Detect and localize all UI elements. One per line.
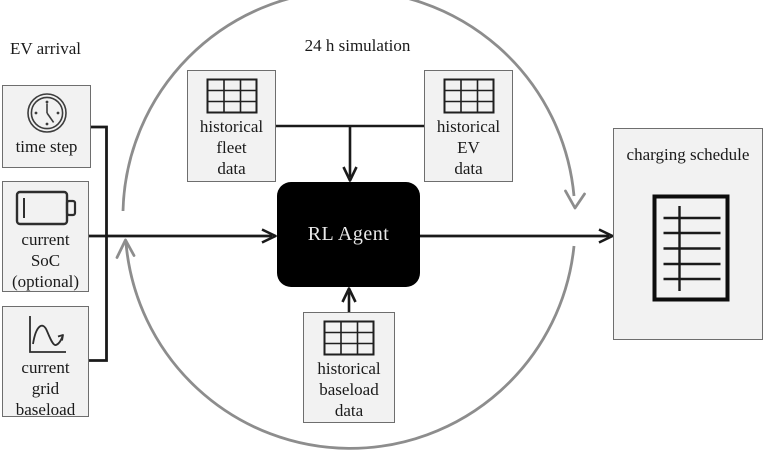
arrowhead-right-icon — [598, 228, 614, 244]
battery-icon — [15, 190, 76, 226]
charging-schedule-label: charging schedule — [626, 145, 750, 164]
time-step-box: time step — [2, 85, 91, 168]
rl-agent-label: RL Agent — [307, 223, 390, 245]
input-bracket-line — [89, 125, 108, 362]
waveform-icon — [28, 316, 66, 353]
loop-arrowhead-left-icon — [115, 238, 136, 259]
current-soc-label: current SoC (optional) — [11, 230, 80, 291]
time-step-label: time step — [15, 137, 78, 156]
arrowhead-up-icon — [341, 287, 357, 303]
table-icon — [206, 78, 257, 114]
historical-fleet-data-box: historical fleet data — [187, 70, 276, 182]
ev-arrival-label: EV arrival — [10, 39, 81, 58]
historical-fleet-data-label: historical fleet data — [199, 117, 264, 178]
arrowhead-right-icon — [261, 228, 277, 244]
charging-schedule-box: charging schedule — [613, 128, 763, 340]
historical-baseload-data-label: historical baseload data — [317, 359, 381, 420]
state-to-agent-arrow — [89, 228, 277, 244]
rl-agent-box: RL Agent — [277, 182, 420, 287]
current-grid-baseload-box: current grid baseload — [2, 306, 89, 419]
loop-bottom-arc — [115, 238, 576, 450]
baseload-to-agent-arrow — [341, 287, 357, 312]
table-icon — [323, 320, 375, 356]
table-icon — [443, 78, 494, 114]
simulation-label: 24 h simulation — [304, 36, 411, 55]
historical-baseload-data-box: historical baseload data — [303, 312, 395, 423]
arrowhead-down-icon — [342, 166, 358, 182]
historical-ev-data-label: historical EV data — [436, 117, 501, 178]
loop-arrowhead-right-icon — [564, 189, 586, 210]
loop-top-arc — [121, 0, 586, 212]
current-soc-box: current SoC (optional) — [2, 181, 89, 292]
historical-ev-data-box: historical EV data — [424, 70, 513, 182]
agent-to-schedule-arrow — [420, 228, 614, 244]
current-grid-baseload-label: current grid baseload — [15, 358, 76, 419]
historical-data-connector — [276, 124, 424, 182]
schedule-icon — [652, 194, 730, 307]
clock-icon — [26, 93, 67, 133]
